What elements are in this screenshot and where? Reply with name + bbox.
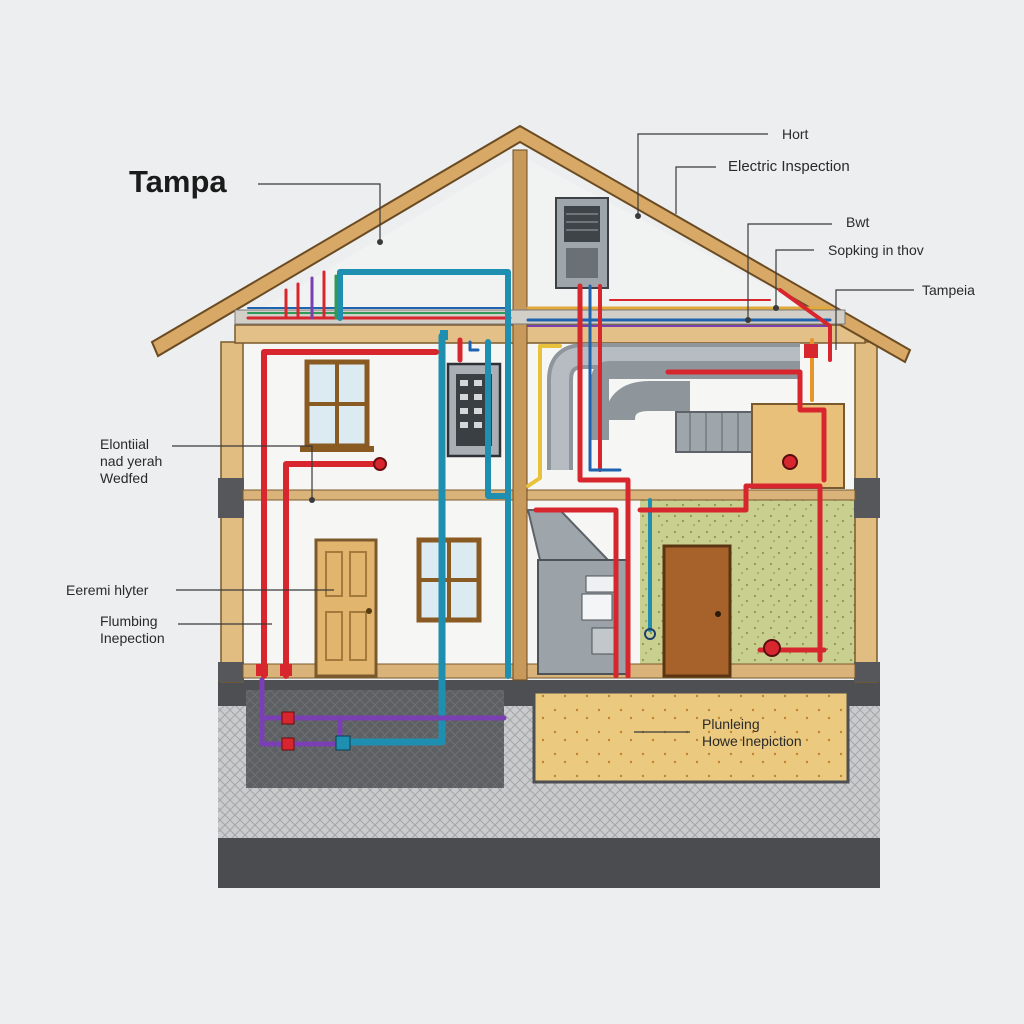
label-sopking: Sopking in thov — [828, 242, 924, 258]
crawlspace — [532, 690, 850, 784]
plumbing-lines — [246, 269, 832, 747]
label-tampeia: Tampeia — [922, 282, 975, 298]
label-crawlspace-inspection: Plunleing Howe Inepiction — [702, 716, 802, 749]
label-hort: Hort — [782, 126, 809, 142]
callout-lines — [172, 133, 914, 733]
diagram-title: Tampa — [129, 164, 227, 199]
label-electric-inspection: Electric Inspection — [728, 158, 850, 175]
front-door — [314, 538, 378, 678]
label-plumbing-inspection: Flumbing Inepection — [100, 613, 165, 646]
water-heater — [751, 403, 845, 489]
electrical-panel — [446, 362, 502, 458]
label-bwt: Bwt — [846, 214, 870, 230]
interior-door — [662, 544, 732, 678]
pipe-fittings — [256, 330, 818, 751]
lower-window — [416, 537, 482, 623]
upper-window — [300, 359, 374, 452]
attic-ac-unit — [555, 197, 609, 289]
label-electrical-wiring: Elontiial nad yerah Wedfed — [100, 436, 163, 486]
label-water-heater: Eeremi hlyter — [66, 582, 149, 598]
